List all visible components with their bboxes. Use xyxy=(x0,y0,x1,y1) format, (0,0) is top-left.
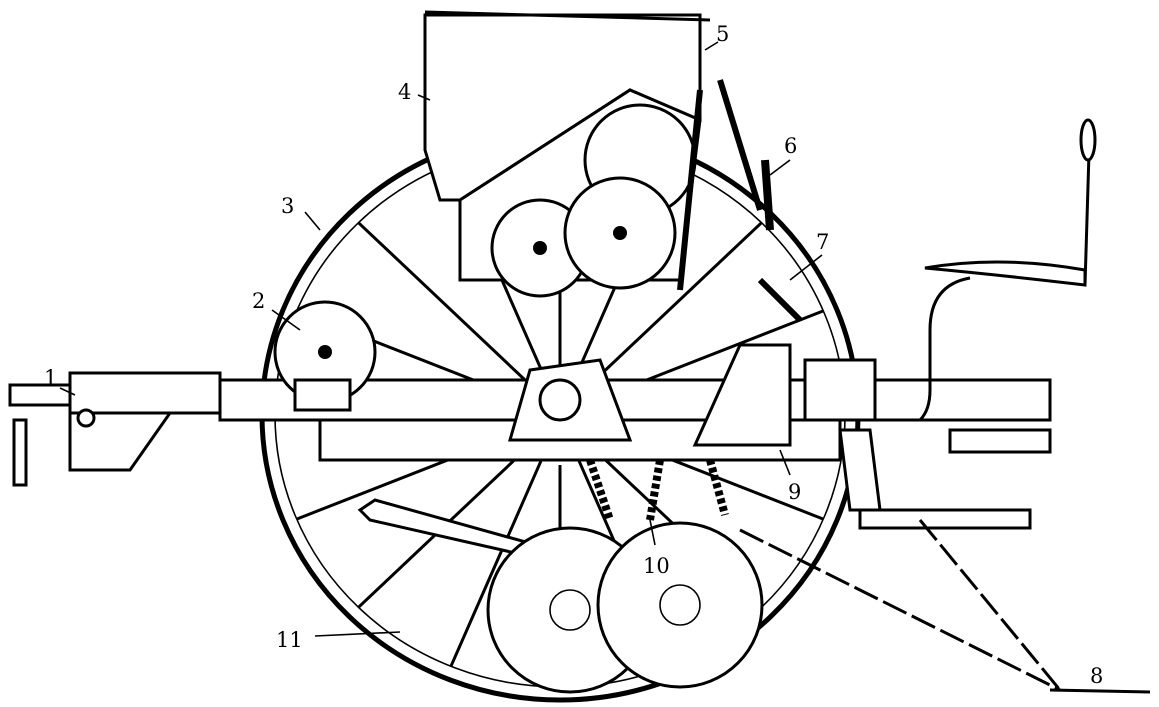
callout-1: 1 xyxy=(44,366,58,390)
covering-chain xyxy=(739,519,1151,694)
wheel-spoke xyxy=(449,460,543,667)
callout-2: 2 xyxy=(252,289,266,313)
levers xyxy=(677,79,803,323)
wheel-spoke xyxy=(357,221,526,381)
callout-5: 5 xyxy=(716,22,730,46)
callout-3: 3 xyxy=(281,194,295,218)
callout-4: 4 xyxy=(398,80,412,104)
callout-6: 6 xyxy=(784,134,798,158)
footboard xyxy=(838,428,1032,530)
hub xyxy=(293,343,792,447)
callout-9: 9 xyxy=(788,480,802,504)
callout-8: 8 xyxy=(1090,664,1104,688)
callout-10: 10 xyxy=(643,554,670,578)
hitch xyxy=(8,383,96,487)
seat xyxy=(918,118,1097,422)
callout-7: 7 xyxy=(816,230,830,254)
metering-discs xyxy=(273,103,697,404)
leader-lines xyxy=(59,41,823,637)
callout-11: 11 xyxy=(276,628,303,652)
disc-openers xyxy=(357,458,764,694)
wheel-spoke xyxy=(594,221,763,381)
